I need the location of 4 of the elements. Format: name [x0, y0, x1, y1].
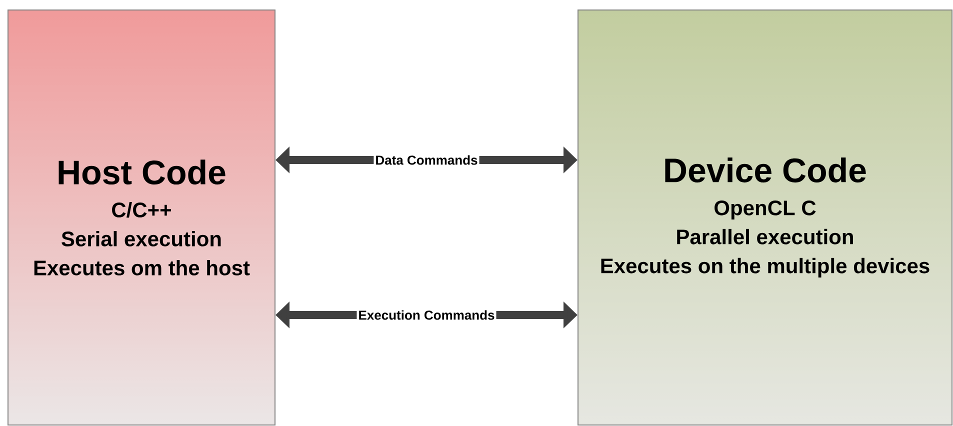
edge-label: Data Commands: [374, 154, 480, 166]
code-box: Device Code OpenCL C Parallel execution Executes on the multiple devices: [578, 10, 952, 426]
code-box: Host Code C/C++ Serial execution Executes om the host: [8, 10, 276, 426]
edge-label: Execution Commands: [356, 308, 496, 322]
